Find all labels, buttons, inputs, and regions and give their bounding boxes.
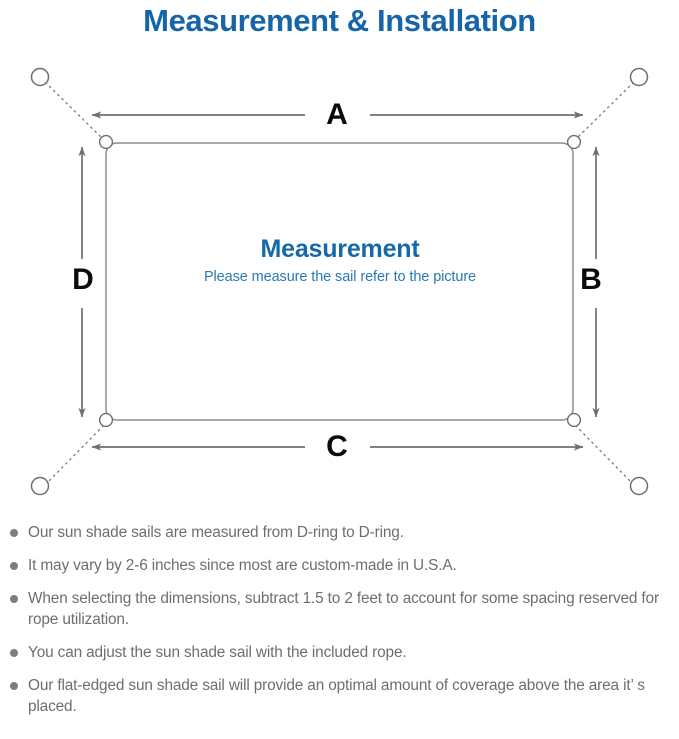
d-ring-top-right [566, 134, 582, 150]
bullet-icon [10, 562, 18, 570]
list-item: When selecting the dimensions, subtract … [0, 588, 679, 630]
bullet-icon [10, 529, 18, 537]
dimension-label-b: B [574, 265, 608, 295]
anchor-points [30, 67, 649, 496]
note-text: It may vary by 2-6 inches since most are… [28, 557, 457, 574]
diagram-svg [30, 67, 649, 496]
measurement-heading: Measurement [260, 235, 420, 263]
list-item: Our flat-edged sun shade sail will provi… [0, 675, 679, 717]
d-rings [98, 134, 582, 428]
note-text: Our flat-edged sun shade sail will provi… [28, 677, 645, 715]
anchor-point-bottom-right [629, 476, 649, 496]
dimension-label-d: D [66, 265, 100, 295]
anchor-point-top-left [30, 67, 50, 87]
notes-list: Our sun shade sails are measured from D-… [0, 522, 679, 729]
d-ring-bottom-right [566, 412, 582, 428]
d-ring-top-left [98, 134, 114, 150]
list-item: It may vary by 2-6 inches since most are… [0, 555, 679, 576]
sail-center-text: Measurement Please measure the sail refe… [120, 234, 560, 288]
measurement-diagram: A C D B Measurement Please measure the s… [0, 46, 679, 516]
measurement-subtitle: Please measure the sail refer to the pic… [203, 269, 477, 285]
d-ring-bottom-left [98, 412, 114, 428]
shade-sail-outline [105, 142, 574, 421]
anchor-point-top-right [629, 67, 649, 87]
bullet-icon [10, 682, 18, 690]
note-text: When selecting the dimensions, subtract … [28, 590, 659, 628]
dimension-label-a: A [313, 100, 361, 130]
anchor-point-bottom-left [30, 476, 50, 496]
note-text: Our sun shade sails are measured from D-… [28, 524, 404, 541]
bullet-icon [10, 649, 18, 657]
rope-lines [44, 81, 635, 486]
page-title: Measurement & Installation [143, 3, 536, 38]
bullet-icon [10, 595, 18, 603]
list-item: You can adjust the sun shade sail with t… [0, 642, 679, 663]
list-item: Our sun shade sails are measured from D-… [0, 522, 679, 543]
dimension-label-c: C [313, 432, 361, 462]
note-text: You can adjust the sun shade sail with t… [28, 644, 407, 661]
